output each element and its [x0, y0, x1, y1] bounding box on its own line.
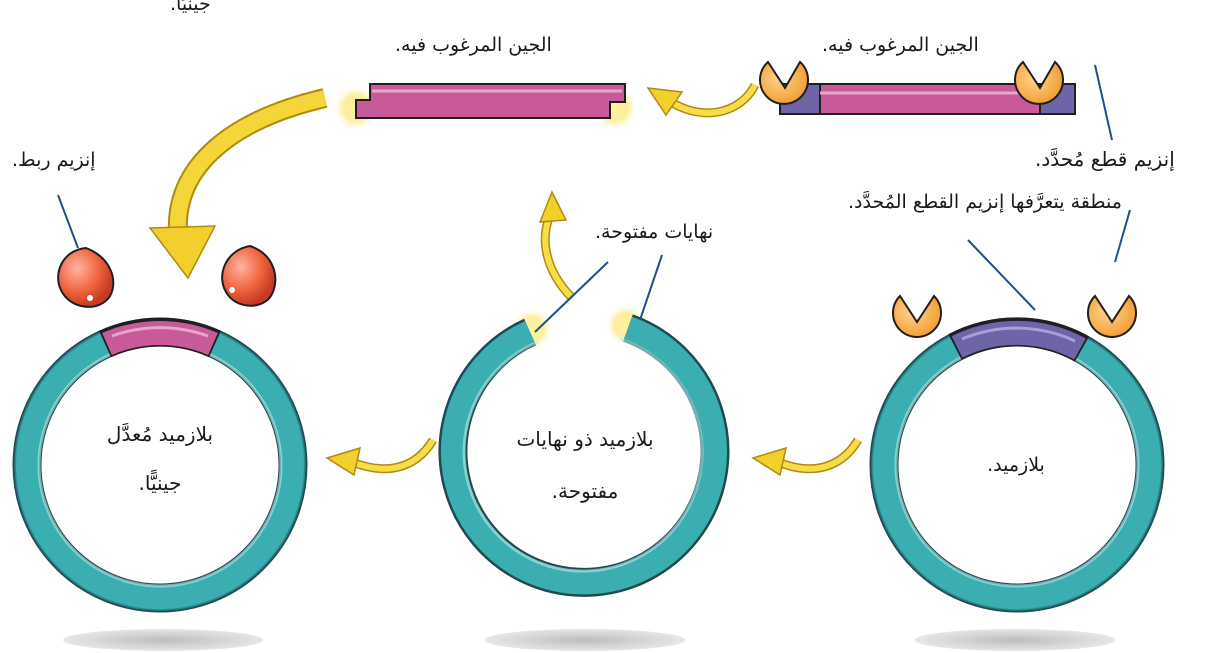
plasmid-label: بلازميد. [987, 454, 1045, 476]
restriction-enzyme-icon [1014, 60, 1064, 105]
modified-plasmid-label-line2: جينيًّا. [138, 471, 182, 495]
pointer-lines [57, 64, 1131, 333]
curved-arrow-icon [646, 82, 760, 118]
shadow-left [63, 629, 263, 651]
restriction-enzyme-icon [759, 60, 809, 105]
ligase-enzyme-label: إنزيم ربط. [12, 149, 96, 171]
top-cut-partial-label: جينيًا. [170, 0, 211, 15]
ligase-enzyme-icon [221, 244, 277, 307]
curved-arrow-icon [751, 437, 862, 477]
curved-arrow-icon [325, 437, 437, 477]
restriction-enzyme-label: إنزيم قطع مُحدَّد. [1035, 147, 1175, 171]
shadow-middle [485, 629, 685, 651]
open-plasmid-ring [438, 303, 730, 597]
curved-arrow-icon [538, 190, 576, 302]
modified-plasmid-label-line1: بلازميد مُعدَّل [106, 422, 214, 446]
ligase-enzyme-icon [57, 246, 115, 308]
gene-of-interest-original-label: الجين المرغوب فيه. [822, 34, 979, 56]
plasmid-ring [869, 317, 1165, 613]
shadow-right [915, 629, 1115, 651]
curved-arrow-icon [148, 88, 328, 280]
open-plasmid-label-line2: مفتوحة. [551, 479, 619, 503]
modified-plasmid-ring [12, 317, 308, 613]
open-ends-label: نهايات مفتوحة. [595, 221, 714, 243]
gene-of-interest-cut-label: الجين المرغوب فيه. [395, 34, 552, 56]
restriction-enzyme-icon [1087, 294, 1137, 338]
cut-gene-fragment [332, 83, 639, 132]
open-plasmid-label-line1: بلازميد ذو نهايات [516, 427, 654, 451]
recognition-site-label: منطقة يتعرَّفها إنزيم القطع المُحدَّد. [848, 191, 1122, 213]
restriction-enzyme-icon [892, 294, 942, 338]
